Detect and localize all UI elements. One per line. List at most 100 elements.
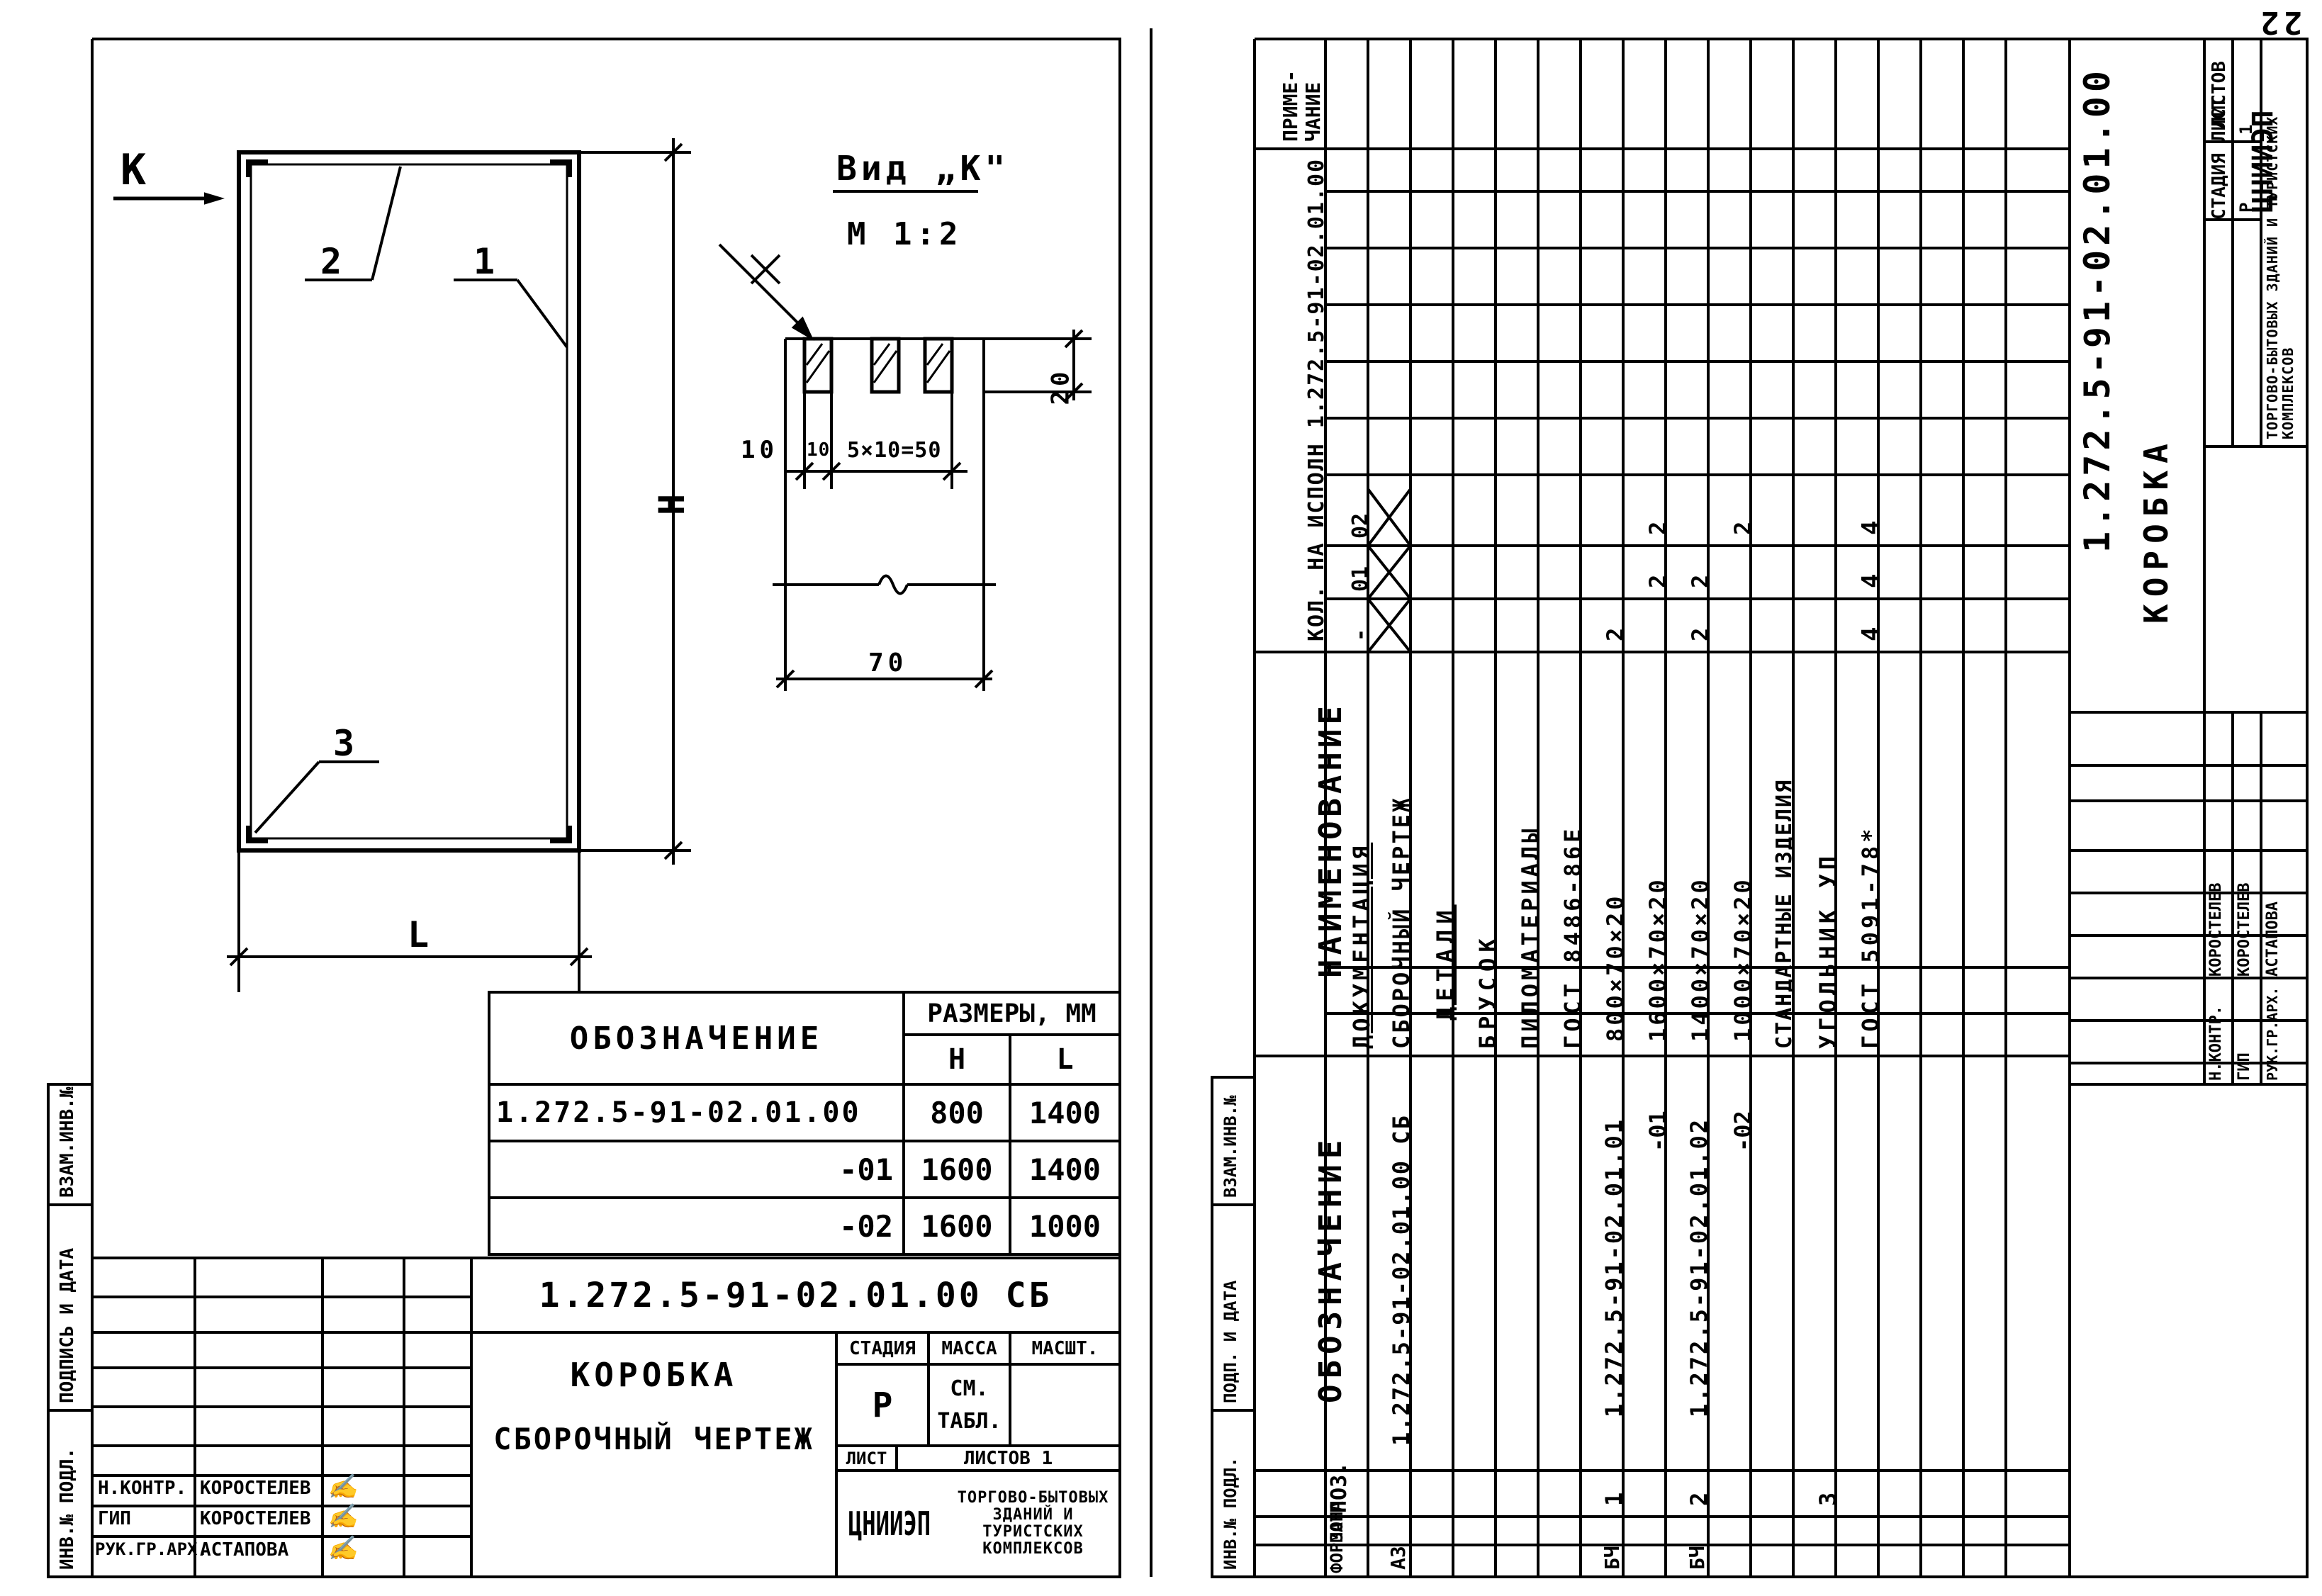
- spec-row-designation: 1.272.5-91-02.01.02: [1686, 1117, 1712, 1417]
- spec-signer-role-1: Н.КОНТР.: [2207, 1006, 2225, 1081]
- spec-row-qty-1: 4: [1857, 626, 1885, 641]
- signer-name-3: АСТАПОВА: [200, 1539, 289, 1561]
- signature-2: ✍: [327, 1502, 362, 1531]
- sheet-separator: [1150, 28, 1152, 1577]
- title-block-name-2: СБОРОЧНЫЙ ЧЕРТЕЖ: [493, 1421, 814, 1456]
- sizes-header-designation: ОБОЗНАЧЕНИЕ: [569, 1020, 824, 1057]
- dim-10-mid: 10: [807, 439, 831, 461]
- spec-row-pos: 1: [1600, 1492, 1627, 1506]
- spec-row-designation: -02: [1729, 1111, 1756, 1152]
- org-logo: ЦНИИЭП: [848, 1505, 931, 1543]
- stage-value: Р: [872, 1385, 893, 1425]
- left-sheet: К 2 1 3 H L Вид „К" М 1:2 20 10 10 5×10=…: [0, 0, 1148, 1596]
- spec-signer-name-3: АСТАПОВА: [2264, 901, 2282, 977]
- sizes-row-h: 1600: [921, 1152, 993, 1187]
- dim-10-left: 10: [741, 436, 778, 464]
- spec-stage-label: СТАДИЯ: [2209, 153, 2230, 220]
- spec-row-qty-1: 2: [1602, 627, 1629, 641]
- sizes-row-h: 800: [930, 1095, 984, 1130]
- spec-row-format: А3: [1386, 1546, 1410, 1570]
- spec-row-name: СТАНДАРТНЫЕ ИЗДЕЛИЯ: [1772, 778, 1797, 1049]
- signer-role-1: Н.КОНТР.: [98, 1478, 187, 1499]
- spec-title-name: КОРОБКА: [2137, 437, 2175, 624]
- mass-value: СМ. ТАБЛ.: [937, 1376, 1002, 1434]
- sizes-row-l: 1000: [1028, 1208, 1101, 1244]
- spec-row-name: СБОРОЧНЫЙ ЧЕРТЕЖ: [1388, 796, 1415, 1049]
- sizes-header-sizes: РАЗМЕРЫ, ММ: [927, 999, 1096, 1028]
- stamp-replace-inv: ВЗАМ.ИНВ.№: [1221, 1095, 1240, 1198]
- signature-1: ✍: [327, 1473, 362, 1501]
- spec-row-pos: 3: [1815, 1492, 1841, 1506]
- stage-label: СТАДИЯ: [849, 1337, 916, 1359]
- view-k-arrow-label: К: [120, 145, 151, 195]
- spec-row-name: 1400×70×20: [1687, 877, 1714, 1042]
- spec-row-designation: 1.272.5-91-02.01.00 СБ: [1388, 1114, 1415, 1446]
- spec-signer-name-2: КОРОСТЕЛЕВ: [2236, 882, 2253, 977]
- spec-header-note: ПРИМЕ-ЧАНИЕ: [1279, 69, 1325, 142]
- spec-signer-role-2: ГИП: [2236, 1052, 2253, 1081]
- spec-row-format: БЧ: [1600, 1546, 1624, 1570]
- spec-row-qty-3: 2: [1644, 521, 1671, 535]
- spec-row-name: ГОСТ 5091-78*: [1857, 825, 1884, 1049]
- spec-sheets-label: ЛИСТОВ: [2209, 61, 2230, 128]
- callout-2: 2: [320, 241, 347, 282]
- spec-row-name: ДОКУМЕНТАЦИЯ: [1348, 842, 1375, 1049]
- org-text: ТОРГОВО-БЫТОВЫХ ЗДАНИЙ И ТУРИСТСКИХ КОМП…: [957, 1489, 1109, 1558]
- spec-row-qty-2: 2: [1644, 574, 1671, 588]
- spec-row-pos: 2: [1686, 1492, 1712, 1506]
- spec-header-qty: КОЛ. НА ИСПОЛН 1.272.5-91-02.01.00: [1304, 157, 1329, 641]
- sizes-row-designation: 1.272.5-91-02.01.00: [496, 1096, 861, 1129]
- title-block-name: КОРОБКА: [570, 1356, 738, 1394]
- spec-row-designation: -01: [1644, 1111, 1671, 1152]
- spec-row-qty-3: 4: [1857, 520, 1885, 535]
- signer-role-2: ГИП: [98, 1508, 131, 1529]
- section-scale: М 1:2: [847, 216, 963, 252]
- dim-h-label: H: [651, 489, 693, 516]
- spec-signer-role-3: РУК.ГР.АРХ.: [2264, 987, 2281, 1081]
- left-drawing-lines: [47, 38, 1121, 1578]
- spec-row-name: 1000×70×20: [1729, 877, 1756, 1042]
- right-sheet: ФОРМАТ ЗОНА ПОЗ. ОБОЗНАЧЕНИЕ НАИМЕНОВАНИ…: [1162, 0, 2322, 1596]
- sizes-row-l: 1400: [1028, 1095, 1101, 1130]
- spec-header-name: НАИМЕНОВАНИЕ: [1313, 702, 1349, 978]
- spec-row-name: БРУСОК: [1474, 933, 1501, 1049]
- sizes-row-designation: -02: [839, 1208, 893, 1244]
- stamp-signature-date: ПОДПИСЬ И ДАТА: [57, 1247, 78, 1403]
- stamp-replace-inv: ВЗАМ.ИНВ.№: [57, 1086, 78, 1198]
- section-title: Вид „К": [836, 149, 1010, 189]
- sizes-row-l: 1400: [1028, 1152, 1101, 1187]
- spec-header-qty-col-1: -: [1348, 628, 1373, 641]
- sheet-label: ЛИСТ: [846, 1448, 887, 1468]
- dim-l-label: L: [408, 914, 434, 955]
- stamp-inv-original: ИНВ.№ ПОДЛ.: [1221, 1457, 1240, 1570]
- spec-row-name: ГОСТ 8486-86Е: [1559, 825, 1586, 1049]
- spec-row-qty-2: 4: [1857, 573, 1885, 588]
- signer-role-3: РУК.ГР.АРХ.: [95, 1539, 208, 1559]
- signature-3: ✍: [327, 1534, 362, 1563]
- title-block-code: 1.272.5-91-02.01.00 СБ: [539, 1275, 1053, 1315]
- spec-row-qty-3: 2: [1729, 521, 1756, 535]
- spec-row-name: ПИЛОМАТЕРИАЛЫ: [1517, 825, 1544, 1049]
- spec-org-text: ТОРГОВО-БЫТОВЫХ ЗДАНИЙ И ТУРИСТСКИХ КОМП…: [2264, 116, 2296, 439]
- spec-row-format: БЧ: [1686, 1546, 1709, 1570]
- callout-1: 1: [473, 241, 500, 282]
- signer-name-2: КОРОСТЕЛЕВ: [200, 1508, 311, 1529]
- callout-3: 3: [333, 723, 359, 764]
- spec-header-qty-col-3: 02: [1348, 512, 1373, 539]
- spec-row-qty-2: 2: [1687, 574, 1714, 588]
- sheets-label: ЛИСТОВ 1: [963, 1447, 1053, 1469]
- spec-row-name: 800×70×20: [1602, 893, 1629, 1042]
- spec-row-name: УГОЛЬНИК УП: [1815, 852, 1841, 1049]
- sizes-row-h: 1600: [921, 1208, 993, 1244]
- sizes-header-h: Н: [948, 1043, 966, 1076]
- spec-row-name: ДЕТАЛИ: [1432, 904, 1459, 1021]
- stamp-inv-original: ИНВ.№ ПОДЛ.: [57, 1447, 78, 1570]
- stamp-signature-date: ПОДП. И ДАТА: [1221, 1280, 1240, 1403]
- spec-row-designation: 1.272.5-91-02.01.01: [1600, 1117, 1627, 1417]
- signer-name-1: КОРОСТЕЛЕВ: [200, 1478, 311, 1499]
- spec-header-pos: ПОЗ.: [1327, 1461, 1352, 1513]
- spec-row-qty-1: 2: [1687, 627, 1714, 641]
- spec-header-qty-col-2: 01: [1348, 566, 1373, 592]
- spec-title-code: 1.272.5-91-02.01.00: [2077, 67, 2118, 553]
- mass-label: МАССА: [941, 1337, 997, 1359]
